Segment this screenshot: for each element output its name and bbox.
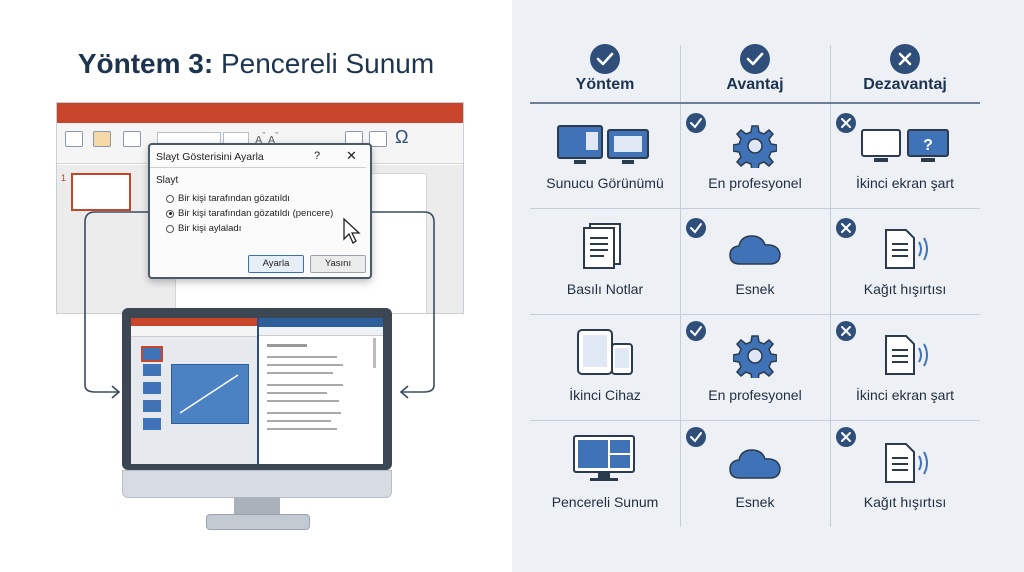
radio-option-browsed-window[interactable]: Bir kişi tarafından gözatıldı (pencere) — [166, 208, 333, 219]
radio-option-kiosk[interactable]: Bir kişi aylaladı — [166, 223, 241, 234]
header-disadvantage: Dezavantaj — [863, 76, 947, 93]
check-icon — [740, 44, 770, 74]
check-icon — [590, 44, 620, 74]
page-title: Yöntem 3: Pencereli Sunum — [77, 48, 435, 79]
monitor — [122, 308, 392, 470]
powerpoint-titlebar — [57, 103, 463, 123]
row-divider — [530, 314, 980, 315]
monitor-neck — [234, 497, 280, 517]
ok-button[interactable]: Ayarla — [248, 255, 304, 273]
cross-badge-icon — [836, 321, 856, 341]
presenter-view-icon — [557, 125, 649, 164]
flow-arrows — [84, 211, 435, 399]
monitor-base — [206, 514, 310, 530]
radio-icon[interactable] — [166, 224, 174, 233]
layout-icon[interactable] — [123, 131, 141, 147]
cell-disadvantage: İkinci ekran şart — [855, 387, 955, 403]
radio-option-browsed[interactable]: Bir kişi tarafından gözatıldı — [166, 193, 290, 204]
check-badge-icon — [686, 113, 706, 133]
cell-disadvantage: Kağıt hışırtısı — [863, 281, 947, 297]
paper-rustle-icon — [885, 443, 928, 483]
symbol-omega-icon[interactable]: Ω — [395, 127, 409, 147]
presenter-pane — [131, 318, 259, 464]
cell-disadvantage: Kağıt hışırtısı — [863, 494, 947, 510]
cross-badge-icon — [836, 218, 856, 238]
check-badge-icon — [686, 218, 706, 238]
font-grow-icon[interactable]: Aˆ Aˇ — [255, 131, 279, 147]
cross-badge-icon — [836, 113, 856, 133]
tablet-phone-icon — [577, 329, 633, 375]
header-advantage: Avantaj — [726, 76, 784, 93]
help-icon[interactable]: ? — [314, 150, 321, 162]
cancel-button[interactable]: Yasını — [310, 255, 366, 273]
cell-method: Pencereli Sunum — [551, 494, 659, 510]
setup-slideshow-dialog: Slayt Gösterisini Ayarla ? ✕ Slayt Bir k… — [148, 143, 372, 279]
cell-method: İkinci Cihaz — [569, 387, 641, 403]
radio-icon[interactable] — [166, 194, 174, 203]
cell-advantage: En profesyonel — [708, 387, 802, 403]
cross-icon — [890, 44, 920, 74]
cell-advantage: En profesyonel — [708, 175, 802, 191]
dialog-title: Slayt Gösterisini Ayarla — [156, 151, 264, 163]
slide-thumbnail[interactable] — [71, 173, 131, 211]
row-divider — [530, 208, 980, 209]
cross-badge-icon — [836, 427, 856, 447]
mouse-cursor-icon — [343, 217, 361, 244]
monitor-chin — [122, 470, 392, 498]
radio-selected-icon[interactable] — [166, 209, 174, 218]
cell-advantage: Esnek — [735, 494, 775, 510]
header-method: Yöntem — [575, 76, 635, 93]
svg-text:?: ? — [923, 137, 933, 154]
paper-rustle-icon — [885, 335, 928, 375]
gear-icon — [733, 335, 777, 378]
paste-icon[interactable] — [65, 131, 83, 147]
close-icon[interactable]: ✕ — [346, 148, 357, 163]
check-badge-icon — [686, 427, 706, 447]
column-divider — [830, 45, 831, 527]
thumb-number: 1 — [61, 173, 67, 183]
monitor-screen — [131, 318, 383, 464]
paper-rustle-icon — [885, 229, 928, 269]
left-panel: Yöntem 3: Pencereli Sunum Aˆ Aˇ Ω 1 Slay… — [56, 48, 464, 530]
group-label: Slayt — [156, 175, 179, 186]
notes-window — [259, 318, 383, 464]
row-divider — [530, 420, 980, 421]
cell-disadvantage: İkinci ekran şart — [855, 175, 955, 191]
arrange-icon[interactable] — [369, 131, 387, 147]
check-badge-icon — [686, 321, 706, 341]
second-screen-icon: ? — [861, 129, 949, 162]
cell-advantage: Esnek — [735, 281, 775, 297]
cloud-icon — [729, 235, 781, 265]
divider — [150, 167, 366, 168]
cloud-icon — [729, 449, 781, 479]
column-divider — [680, 45, 681, 527]
cell-method: Basılı Notlar — [566, 281, 644, 297]
printed-notes-icon — [583, 223, 621, 269]
cell-method: Sunucu Görünümü — [546, 175, 664, 191]
gear-icon — [733, 125, 777, 168]
header-divider — [530, 102, 980, 104]
windowed-monitor-icon — [573, 435, 635, 481]
new-slide-icon[interactable] — [93, 131, 111, 147]
